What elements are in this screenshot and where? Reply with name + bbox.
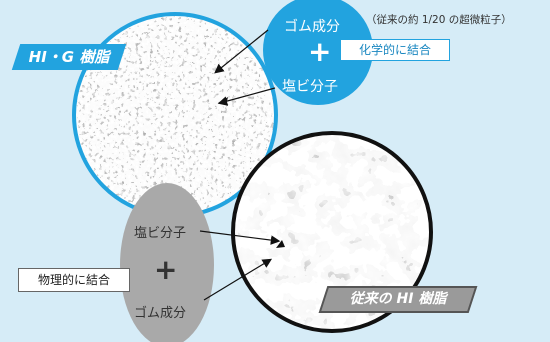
rubber-arrow-top [214, 29, 269, 74]
plus-icon-top: + [308, 35, 332, 68]
gray-blob [120, 183, 214, 342]
pvc-particle-bottom [276, 240, 285, 248]
rubber-label-top: ゴム成分 [284, 19, 340, 35]
rubber-arrow-bottom [203, 258, 273, 301]
blue-blob [263, 0, 373, 105]
physical-bond-box: 物理的に結合 [18, 268, 130, 292]
pvc-arrow-bottom [199, 230, 281, 245]
conventional-circle-border [231, 131, 433, 333]
pvc-arrow-top [217, 87, 276, 106]
chemical-bond-box: 化学的に結合 [340, 39, 450, 61]
plus-icon-bottom: + [154, 253, 178, 286]
rubber-label-bottom: ゴム成分 [134, 306, 187, 321]
hig-tag: HI・G 樹脂 [28, 48, 110, 66]
conventional-tag: 従来の HI 樹脂 [349, 291, 447, 307]
pvc-label-top: 塩ビ分子 [282, 79, 338, 95]
ultrafine-note: （従来の約 1/20 の超微粒子） [366, 14, 512, 26]
pvc-label-bottom: 塩ビ分子 [134, 226, 187, 241]
pvc-particle-top [218, 97, 228, 105]
